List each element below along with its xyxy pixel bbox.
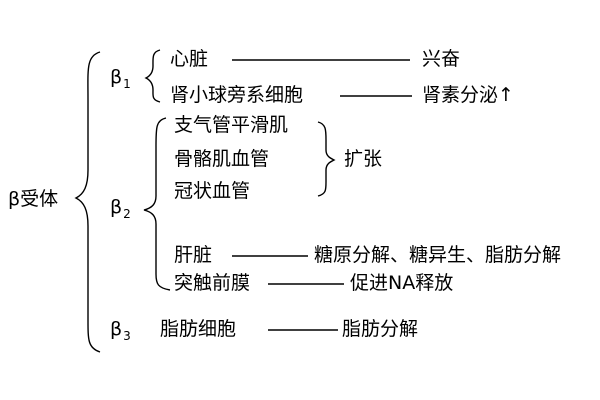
beta1-label: β1 [110,66,131,95]
beta3-subscript: 3 [123,329,131,343]
beta2-subscript: 2 [123,207,131,221]
b2-brace [143,117,171,291]
dilation-brace [317,121,336,197]
beta1-symbol: β [110,66,123,88]
b1-brace [144,49,161,103]
b2-target-skeletal-vessel: 骨骼肌血管 [174,148,270,170]
b2-effect-liver: 糖原分解、糖异生、脂肪分解 [314,244,562,266]
beta3-label: β3 [110,318,131,347]
b3-effect-lipolysis: 脂肪分解 [342,318,419,340]
b2-target-bronchial: 支气管平滑肌 [174,114,289,136]
b2-target-presynaptic: 突触前膜 [174,272,251,294]
b2-effect-na-release: 促进NA释放 [350,272,454,294]
main-brace [74,51,101,353]
beta2-symbol: β [110,196,123,218]
b2-target-liver: 肝脏 [174,244,213,266]
root-label: β受体 [8,188,59,210]
b1-effect-renin: 肾素分泌↑ [422,84,514,106]
b2-effect-dilate: 扩张 [344,148,383,170]
b1-target-heart: 心脏 [170,48,209,70]
b3-target-adipocyte: 脂肪细胞 [160,318,237,340]
beta2-label: β2 [110,196,131,225]
b1-effect-excite: 兴奋 [422,48,461,70]
beta3-symbol: β [110,318,123,340]
beta1-subscript: 1 [123,77,131,91]
b1-target-jga: 肾小球旁系细胞 [170,84,304,106]
b2-target-coronary: 冠状血管 [174,180,251,202]
